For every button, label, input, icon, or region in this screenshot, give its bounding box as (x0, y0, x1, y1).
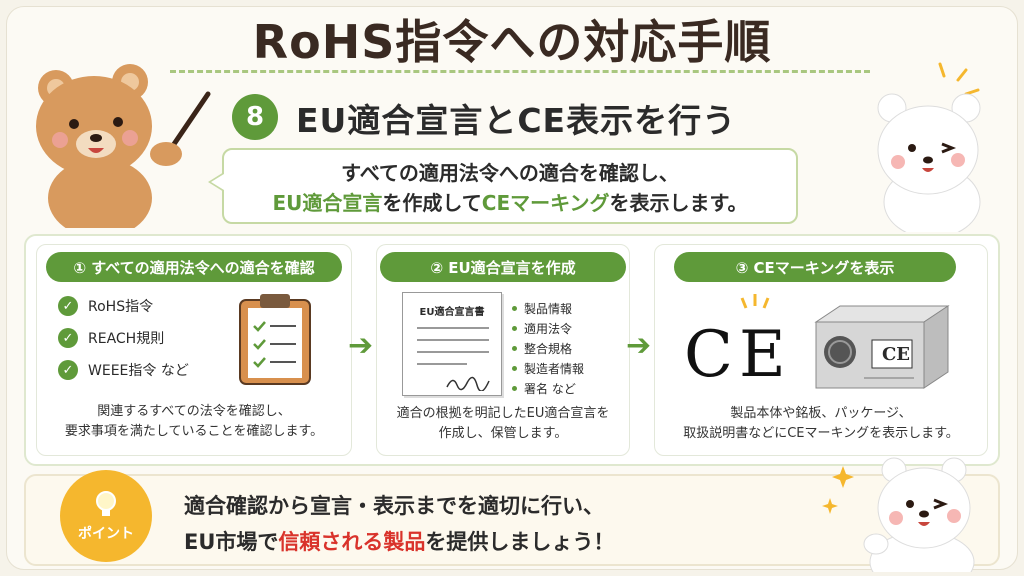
desc-line: 適合の根拠を明記したEU適合宣言を (396, 406, 610, 421)
document-icon: EU適合宣言書 (402, 292, 502, 396)
section-2-label: ② EU適合宣言を作成 (380, 252, 626, 282)
white-bear-pointing-illustration (822, 457, 975, 572)
check-label: REACH規則 (88, 331, 165, 347)
point-line-2: EU市場で信頼される製品を提供しましょう！ (184, 524, 614, 560)
check-label: WEEE指令 など (88, 363, 189, 379)
sparkle-icon (740, 294, 770, 309)
section-3-label: ③ CEマーキングを表示 (674, 252, 956, 282)
speech-line-1: すべての適用法令への適合を確認し、 (341, 161, 679, 185)
section-1-label: ① すべての適用法令への適合を確認 (46, 252, 342, 282)
doc-line (417, 351, 489, 353)
speech-line-2: EU適合宣言を作成してCEマーキングを表示します。 (224, 188, 796, 218)
speech-bubble: すべての適用法令への適合を確認し、 EU適合宣言を作成してCEマーキングを表示し… (222, 148, 798, 224)
check-icon: ✓ (58, 360, 78, 380)
desc-line: 関連するすべての法令を確認し、 (97, 404, 291, 419)
bullet-item: 製造者情報 (512, 360, 584, 377)
bullet-item: 整合規格 (512, 340, 572, 357)
white-bear-illustration (877, 62, 981, 232)
page-title: RoHS指令への対応手順 (252, 15, 772, 69)
bullet-item: 製品情報 (512, 300, 572, 317)
speech-highlight-eu-doc: EU適合宣言 (272, 191, 383, 215)
section-1-description: 関連するすべての法令を確認し、 要求事項を満たしていることを確認します。 (36, 402, 352, 442)
ce-mark: CE (684, 318, 792, 392)
step-number-badge: 8 (232, 94, 278, 140)
arrow-right-icon: ➔ (626, 328, 652, 363)
section-2-description: 適合の根拠を明記したEU適合宣言を 作成し、保管します。 (376, 404, 630, 444)
point-label: ポイント (78, 526, 134, 542)
desc-line: 製品本体や銘板、パッケージ、 (730, 406, 912, 421)
check-item: ✓ WEEE指令 など (58, 360, 189, 380)
point-line-1: 適合確認から宣言・表示までを適切に行い、 (184, 494, 604, 518)
bullet-item: 適用法令 (512, 320, 572, 337)
doc-line (417, 363, 467, 365)
device-ce-label: CE (881, 344, 911, 365)
speech-tail-inner (211, 174, 224, 190)
point-panel (24, 474, 1000, 566)
check-icon: ✓ (58, 328, 78, 348)
speech-highlight-ce: CEマーキング (481, 191, 610, 215)
desc-line: 取扱説明書などにCEマーキングを表示します。 (683, 426, 959, 441)
arrow-right-icon: ➔ (348, 328, 374, 363)
point-highlight: 信頼される製品 (278, 530, 426, 554)
clipboard-icon (239, 294, 311, 385)
speech-text: を作成して (382, 191, 482, 215)
speech-text-end: を表示します。 (609, 191, 748, 215)
signature-icon (446, 376, 490, 391)
check-label: RoHS指令 (88, 299, 154, 315)
point-text-c: を提供しましょう！ (425, 530, 615, 554)
point-text-a: EU市場で (184, 530, 279, 554)
document-title: EU適合宣言書 (419, 307, 485, 318)
doc-line (417, 339, 489, 341)
lightbulb-icon (96, 491, 116, 516)
desc-line: 要求事項を満たしていることを確認します。 (64, 424, 324, 439)
title-divider (170, 70, 870, 73)
check-icon: ✓ (58, 296, 78, 316)
device-icon (814, 305, 950, 389)
desc-line: 作成し、保管します。 (438, 426, 568, 441)
section-3-description: 製品本体や銘板、パッケージ、 取扱説明書などにCEマーキングを表示します。 (654, 404, 988, 444)
bullet-item: 署名 など (512, 380, 576, 397)
check-item: ✓ RoHS指令 (58, 296, 153, 316)
point-badge: ポイント (60, 470, 152, 562)
step-title: EU適合宣言とCE表示を行う (296, 101, 737, 140)
brown-bear-illustration (36, 64, 211, 228)
check-item: ✓ REACH規則 (58, 328, 164, 348)
point-text: 適合確認から宣言・表示までを適切に行い、 EU市場で信頼される製品を提供しましょ… (184, 488, 614, 560)
doc-line (417, 327, 489, 329)
